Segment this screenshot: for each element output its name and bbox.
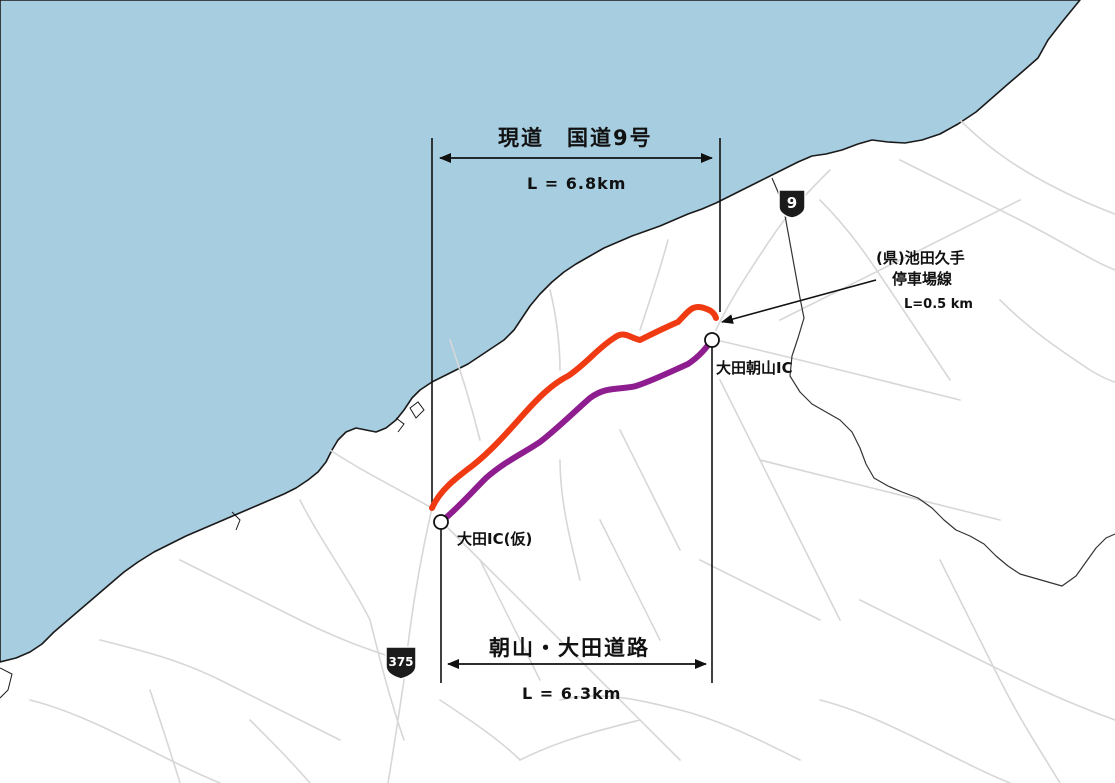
route-9-shield-icon: 9	[778, 189, 806, 219]
new-road-title: 朝山・大田道路	[489, 636, 650, 660]
route-9-number: 9	[787, 194, 797, 212]
west-ic-marker	[433, 514, 449, 530]
new-route-line	[438, 337, 715, 525]
current-road-length: L = 6.8km	[527, 174, 627, 193]
prefectural-road-leader	[721, 279, 877, 324]
west-ic-label: 大田IC(仮)	[457, 530, 533, 548]
current-road-title: 現道 国道9号	[498, 126, 653, 150]
route-375-number: 375	[388, 655, 413, 669]
sea-area	[0, 0, 1081, 663]
east-ic-label: 大田朝山IC	[716, 359, 793, 377]
route-375-shield-icon: 375	[385, 646, 417, 680]
east-ic-marker	[704, 332, 720, 348]
prefectural-road-name-line2: 停車場線	[892, 270, 953, 288]
coastal-details	[0, 401, 425, 699]
dimension-lines	[431, 138, 877, 683]
road-network	[29, 119, 1115, 783]
prefectural-road-length: L=0.5 km	[904, 297, 973, 312]
prefectural-road-name-line1: (県)池田久手	[876, 249, 965, 267]
new-road-length: L = 6.3km	[522, 684, 622, 703]
current-route-line	[429, 304, 719, 511]
